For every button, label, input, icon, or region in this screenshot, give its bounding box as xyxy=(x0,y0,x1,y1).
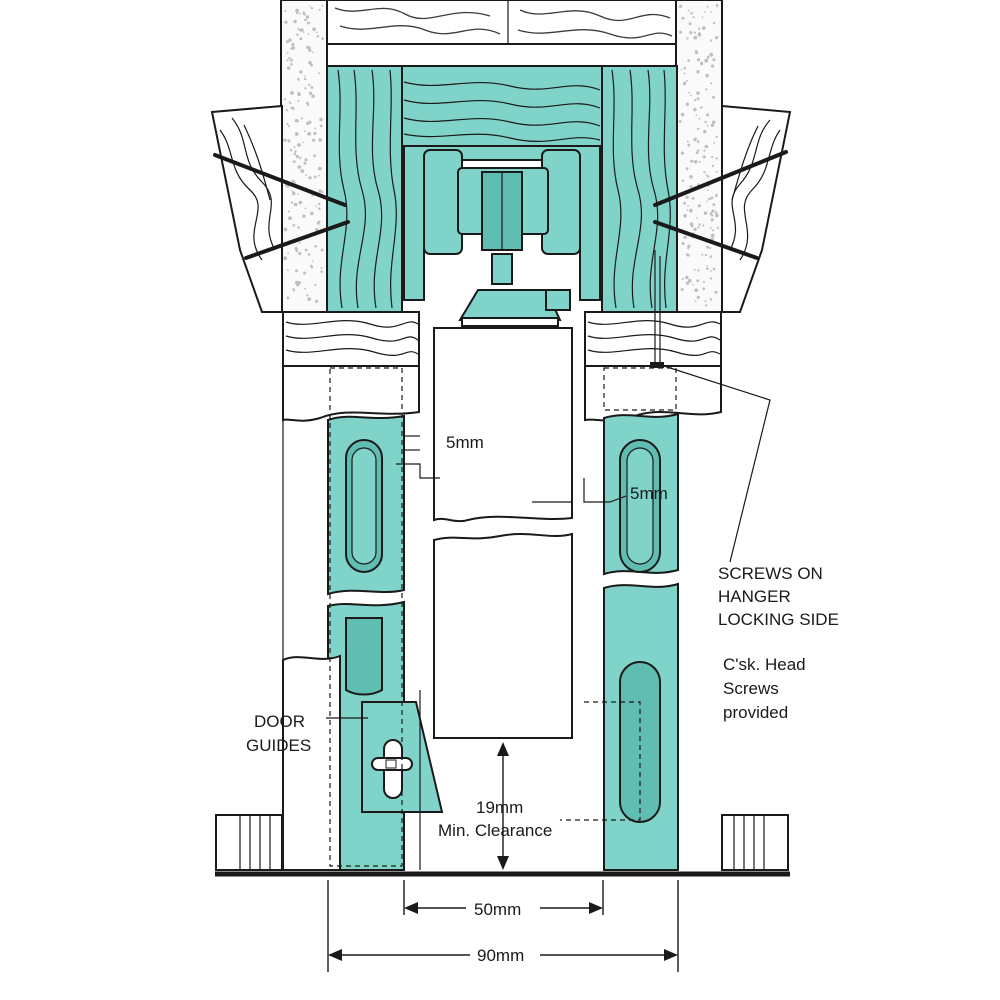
screws-note-line3: LOCKING SIDE xyxy=(718,610,839,629)
csk-note-line3: provided xyxy=(723,703,788,722)
screws-note-line2: HANGER xyxy=(718,587,791,606)
clearance-label-line1: 19mm xyxy=(476,798,523,817)
track-hanger-assembly xyxy=(403,145,601,327)
skirting-right xyxy=(721,814,789,871)
plaster-wall-right xyxy=(675,0,723,313)
gap-label-right: 5mm xyxy=(630,484,668,503)
skirting-left xyxy=(215,814,283,871)
door-guides-label-line1: DOOR xyxy=(254,712,305,731)
plaster-wall-left xyxy=(280,0,328,313)
dimension-50mm xyxy=(403,880,604,915)
ceiling-joist xyxy=(325,0,679,67)
pocket-frame-head xyxy=(399,65,605,147)
csk-note-line2: Screws xyxy=(723,679,779,698)
lower-outlines xyxy=(282,367,677,871)
fixing-screws xyxy=(213,150,788,260)
dimension-90mm-label: 90mm xyxy=(477,946,524,965)
head-screw xyxy=(650,250,664,368)
pocket-frame-jamb-right xyxy=(601,65,678,313)
dimension-clearance xyxy=(497,742,509,870)
pocket-frame-jamb-left xyxy=(326,65,403,313)
csk-note-line1: C'sk. Head xyxy=(723,655,806,674)
side-stud-right xyxy=(721,104,792,313)
dimension-90mm xyxy=(327,880,679,972)
door-leaf xyxy=(433,327,573,739)
door-guides-label-line2: GUIDES xyxy=(246,736,311,755)
screws-note-line1: SCREWS ON xyxy=(718,564,823,583)
leader-lines xyxy=(326,365,771,719)
dimension-50mm-label: 50mm xyxy=(474,900,521,919)
gap-label-left: 5mm xyxy=(446,433,484,452)
head-lining-left xyxy=(282,311,420,422)
clearance-label-line2: Min. Clearance xyxy=(438,821,552,840)
pocket-leg-right xyxy=(603,412,679,871)
side-stud-left xyxy=(210,104,283,313)
